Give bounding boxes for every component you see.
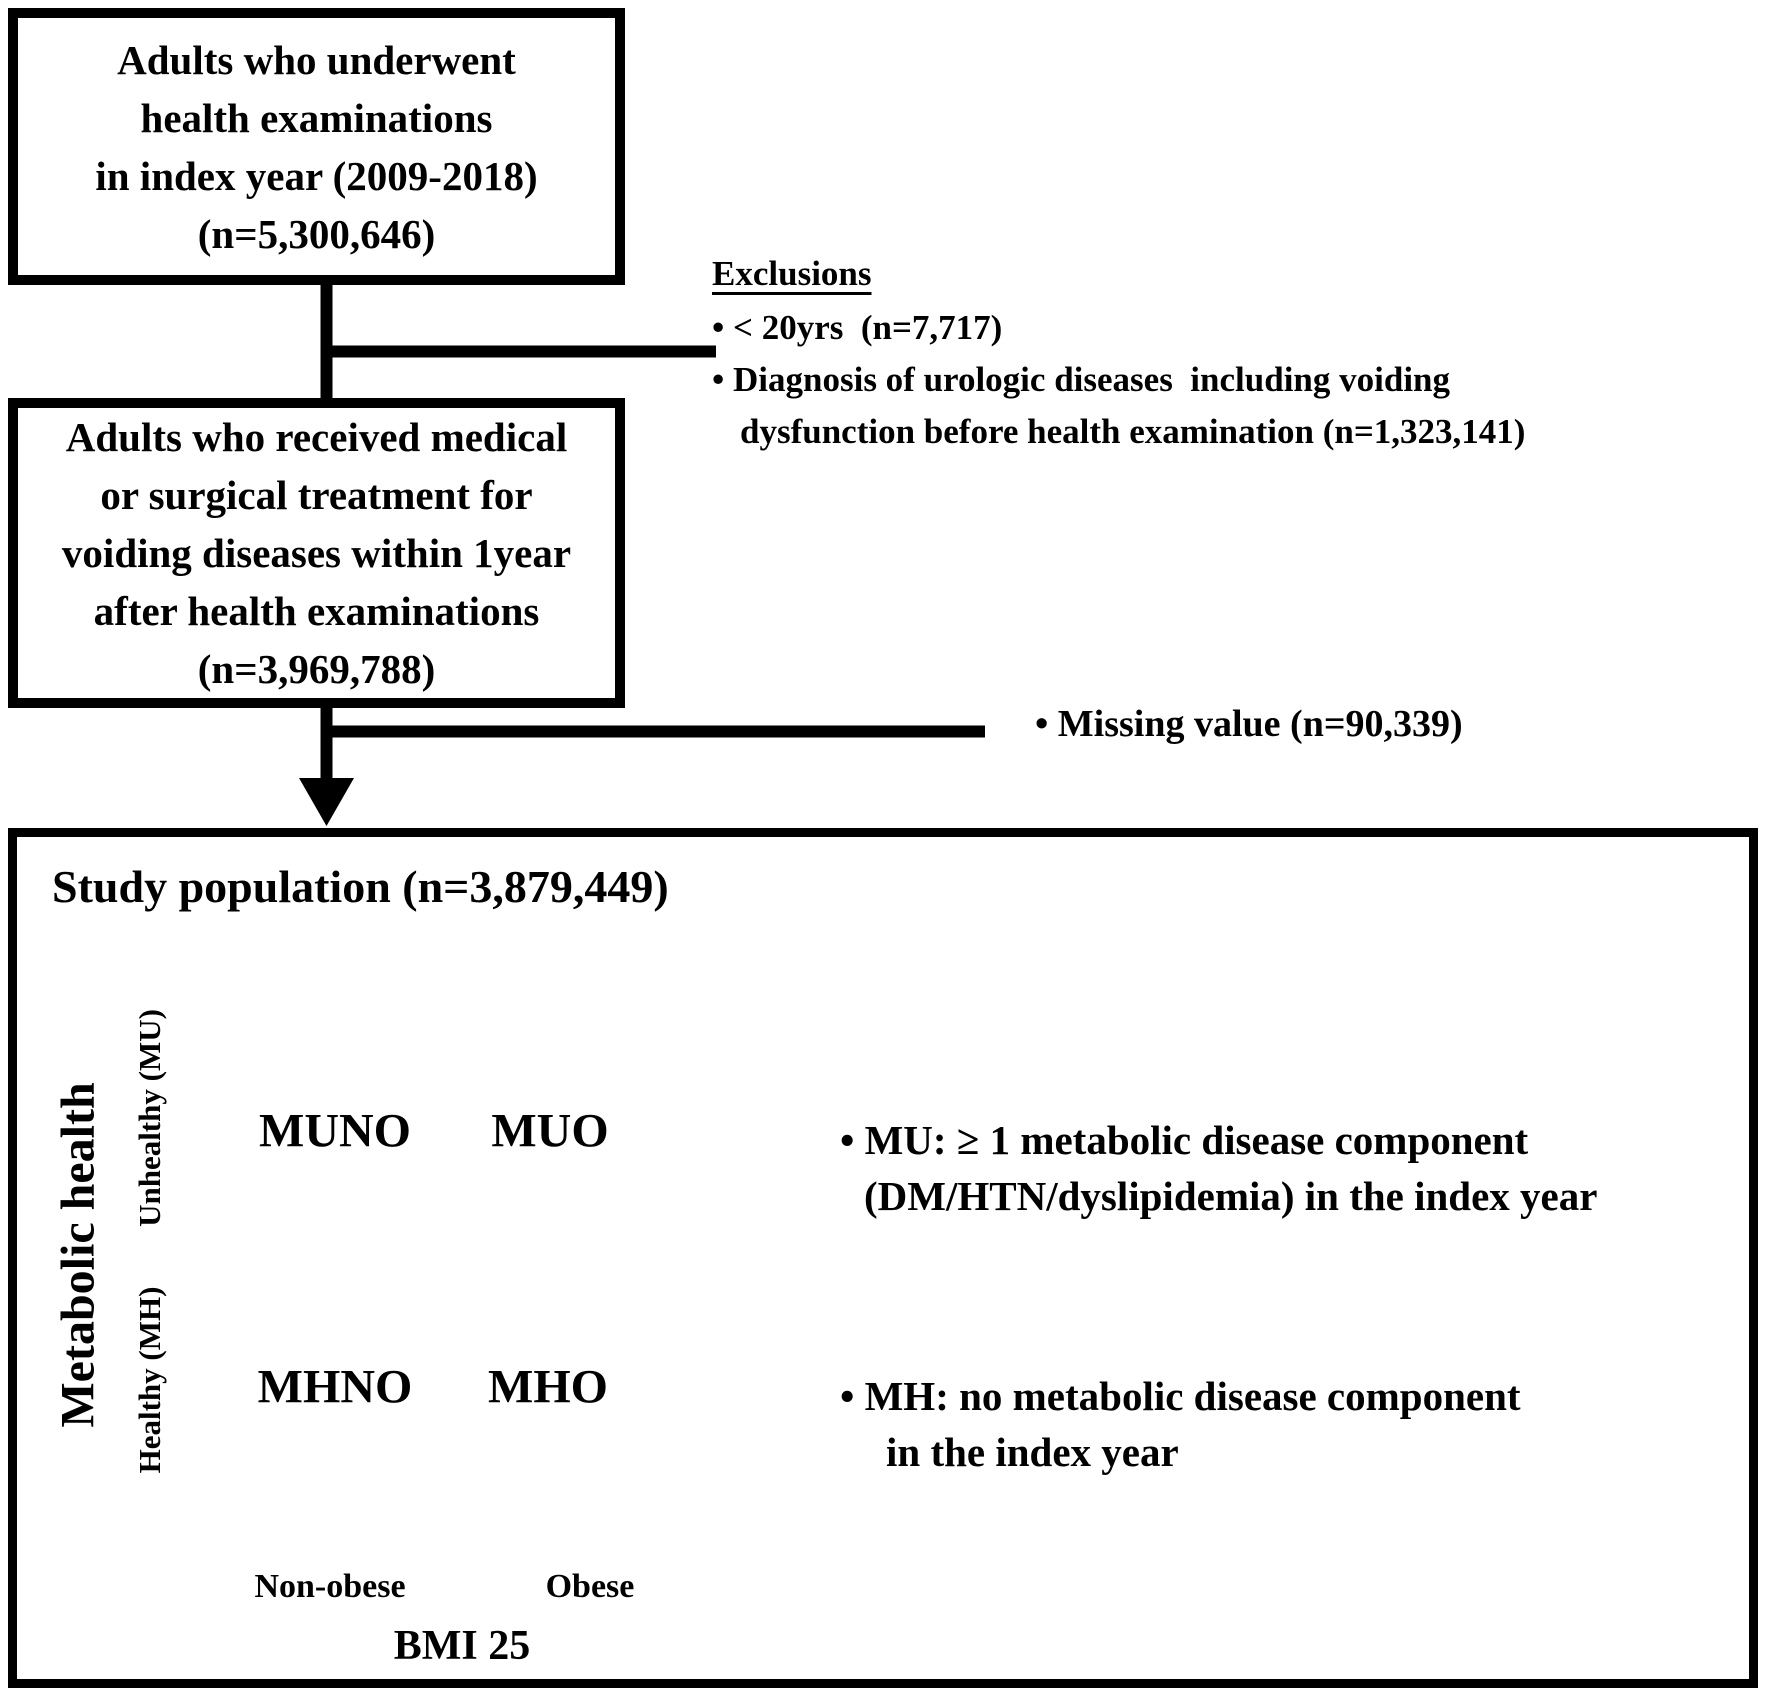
box1-line: health examinations [140,94,493,141]
missing-value-note: • Missing value (n=90,339) [1035,703,1463,745]
y-axis-label-unhealthy: Unhealthy (MU) [132,1009,167,1227]
box1-line: Adults who underwent [117,36,516,83]
box1-line: in index year (2009-2018) [95,152,538,199]
y-axis-label-healthy: Healthy (MH) [132,1286,167,1474]
quadrant-muo: MUO [491,1104,609,1158]
box-treatment-population: Adults who received medical or surgical … [8,398,625,708]
study-population-title: Study population (n=3,879,449) [52,861,669,912]
exclusions-title: Exclusions [712,254,872,293]
exclusion-item-urologic-cont: dysfunction before health examination (n… [740,412,1526,451]
exclusion-item-urologic: • Diagnosis of urologic diseases includi… [712,360,1451,399]
y-axis-title: Metabolic health [51,1082,105,1428]
x-axis-label-obese: Obese [545,1568,635,1605]
x-axis-title: BMI 25 [393,1623,531,1669]
note-mh-definition: • MH: no metabolic disease component [840,1373,1521,1419]
note-mu-definition-cont: (DM/HTN/dyslipidemia) in the index year [864,1173,1598,1219]
down-arrowhead-icon [299,778,354,826]
box-health-examinations: Adults who underwent health examinations… [8,8,625,285]
exclusion-item-age: • < 20yrs (n=7,717) [712,308,1003,347]
quadrant-muno: MUNO [259,1104,411,1158]
box2-line: or surgical treatment for [100,472,533,518]
quadrant-mhno: MHNO [257,1360,413,1414]
quadrant-mho: MHO [488,1360,608,1414]
x-axis-label-nonobese: Non-obese [254,1568,406,1605]
box1-line: (n=5,300,646) [197,210,436,257]
box2-line: Adults who received medical [65,414,568,460]
box2-line: (n=3,969,788) [197,646,436,692]
note-mu-definition: • MU: ≥ 1 metabolic disease component [840,1117,1529,1163]
note-mh-definition-cont: in the index year [886,1429,1179,1475]
box-study-population [8,828,1758,1688]
box2-line: after health examinations [93,588,540,634]
box2-line: voiding diseases within 1year [61,530,572,576]
